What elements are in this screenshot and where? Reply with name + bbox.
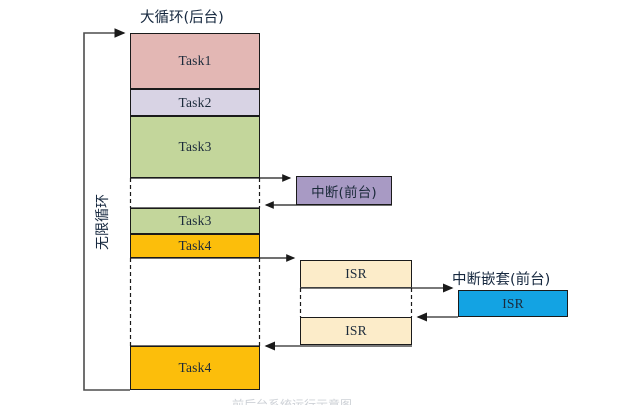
isr-box-label: ISR (345, 323, 367, 338)
figure-caption: 前后台系统运行示意图 (232, 398, 353, 405)
dashed-timeline-isr (299, 288, 413, 317)
interrupt-box-label: 中断(前台) (311, 184, 377, 201)
nested-isr-box-label: ISR (502, 295, 524, 311)
nested-interrupt-title: 中断嵌套(前台) (452, 272, 551, 288)
interrupt-box: 中断(前台) (296, 176, 392, 205)
nested-isr-box: ISR (458, 290, 568, 317)
task-box-task3-first: Task3 (130, 116, 260, 178)
task-box-label: Task3 (178, 139, 212, 154)
task-box-task3-second: Task3 (130, 208, 260, 234)
task-box-label: Task4 (178, 360, 212, 375)
task-box-task1: Task1 (130, 33, 260, 89)
task-box-task4-second: Task4 (130, 346, 260, 390)
task-box-task2: Task2 (130, 89, 260, 116)
main-loop-title: 大循环(后台) (140, 10, 224, 26)
task-box-label: Task3 (178, 213, 212, 228)
task-box-task4-first: Task4 (130, 234, 260, 258)
isr-box-second: ISR (300, 317, 412, 345)
task-box-label: Task1 (178, 53, 212, 68)
isr-box-first: ISR (300, 260, 412, 288)
task-box-label: Task2 (178, 94, 212, 110)
task-box-label: Task4 (178, 238, 212, 253)
gap-boundary-lines (130, 177, 260, 347)
isr-box-label: ISR (345, 266, 367, 281)
infinite-loop-label: 无限循环 (95, 194, 111, 250)
